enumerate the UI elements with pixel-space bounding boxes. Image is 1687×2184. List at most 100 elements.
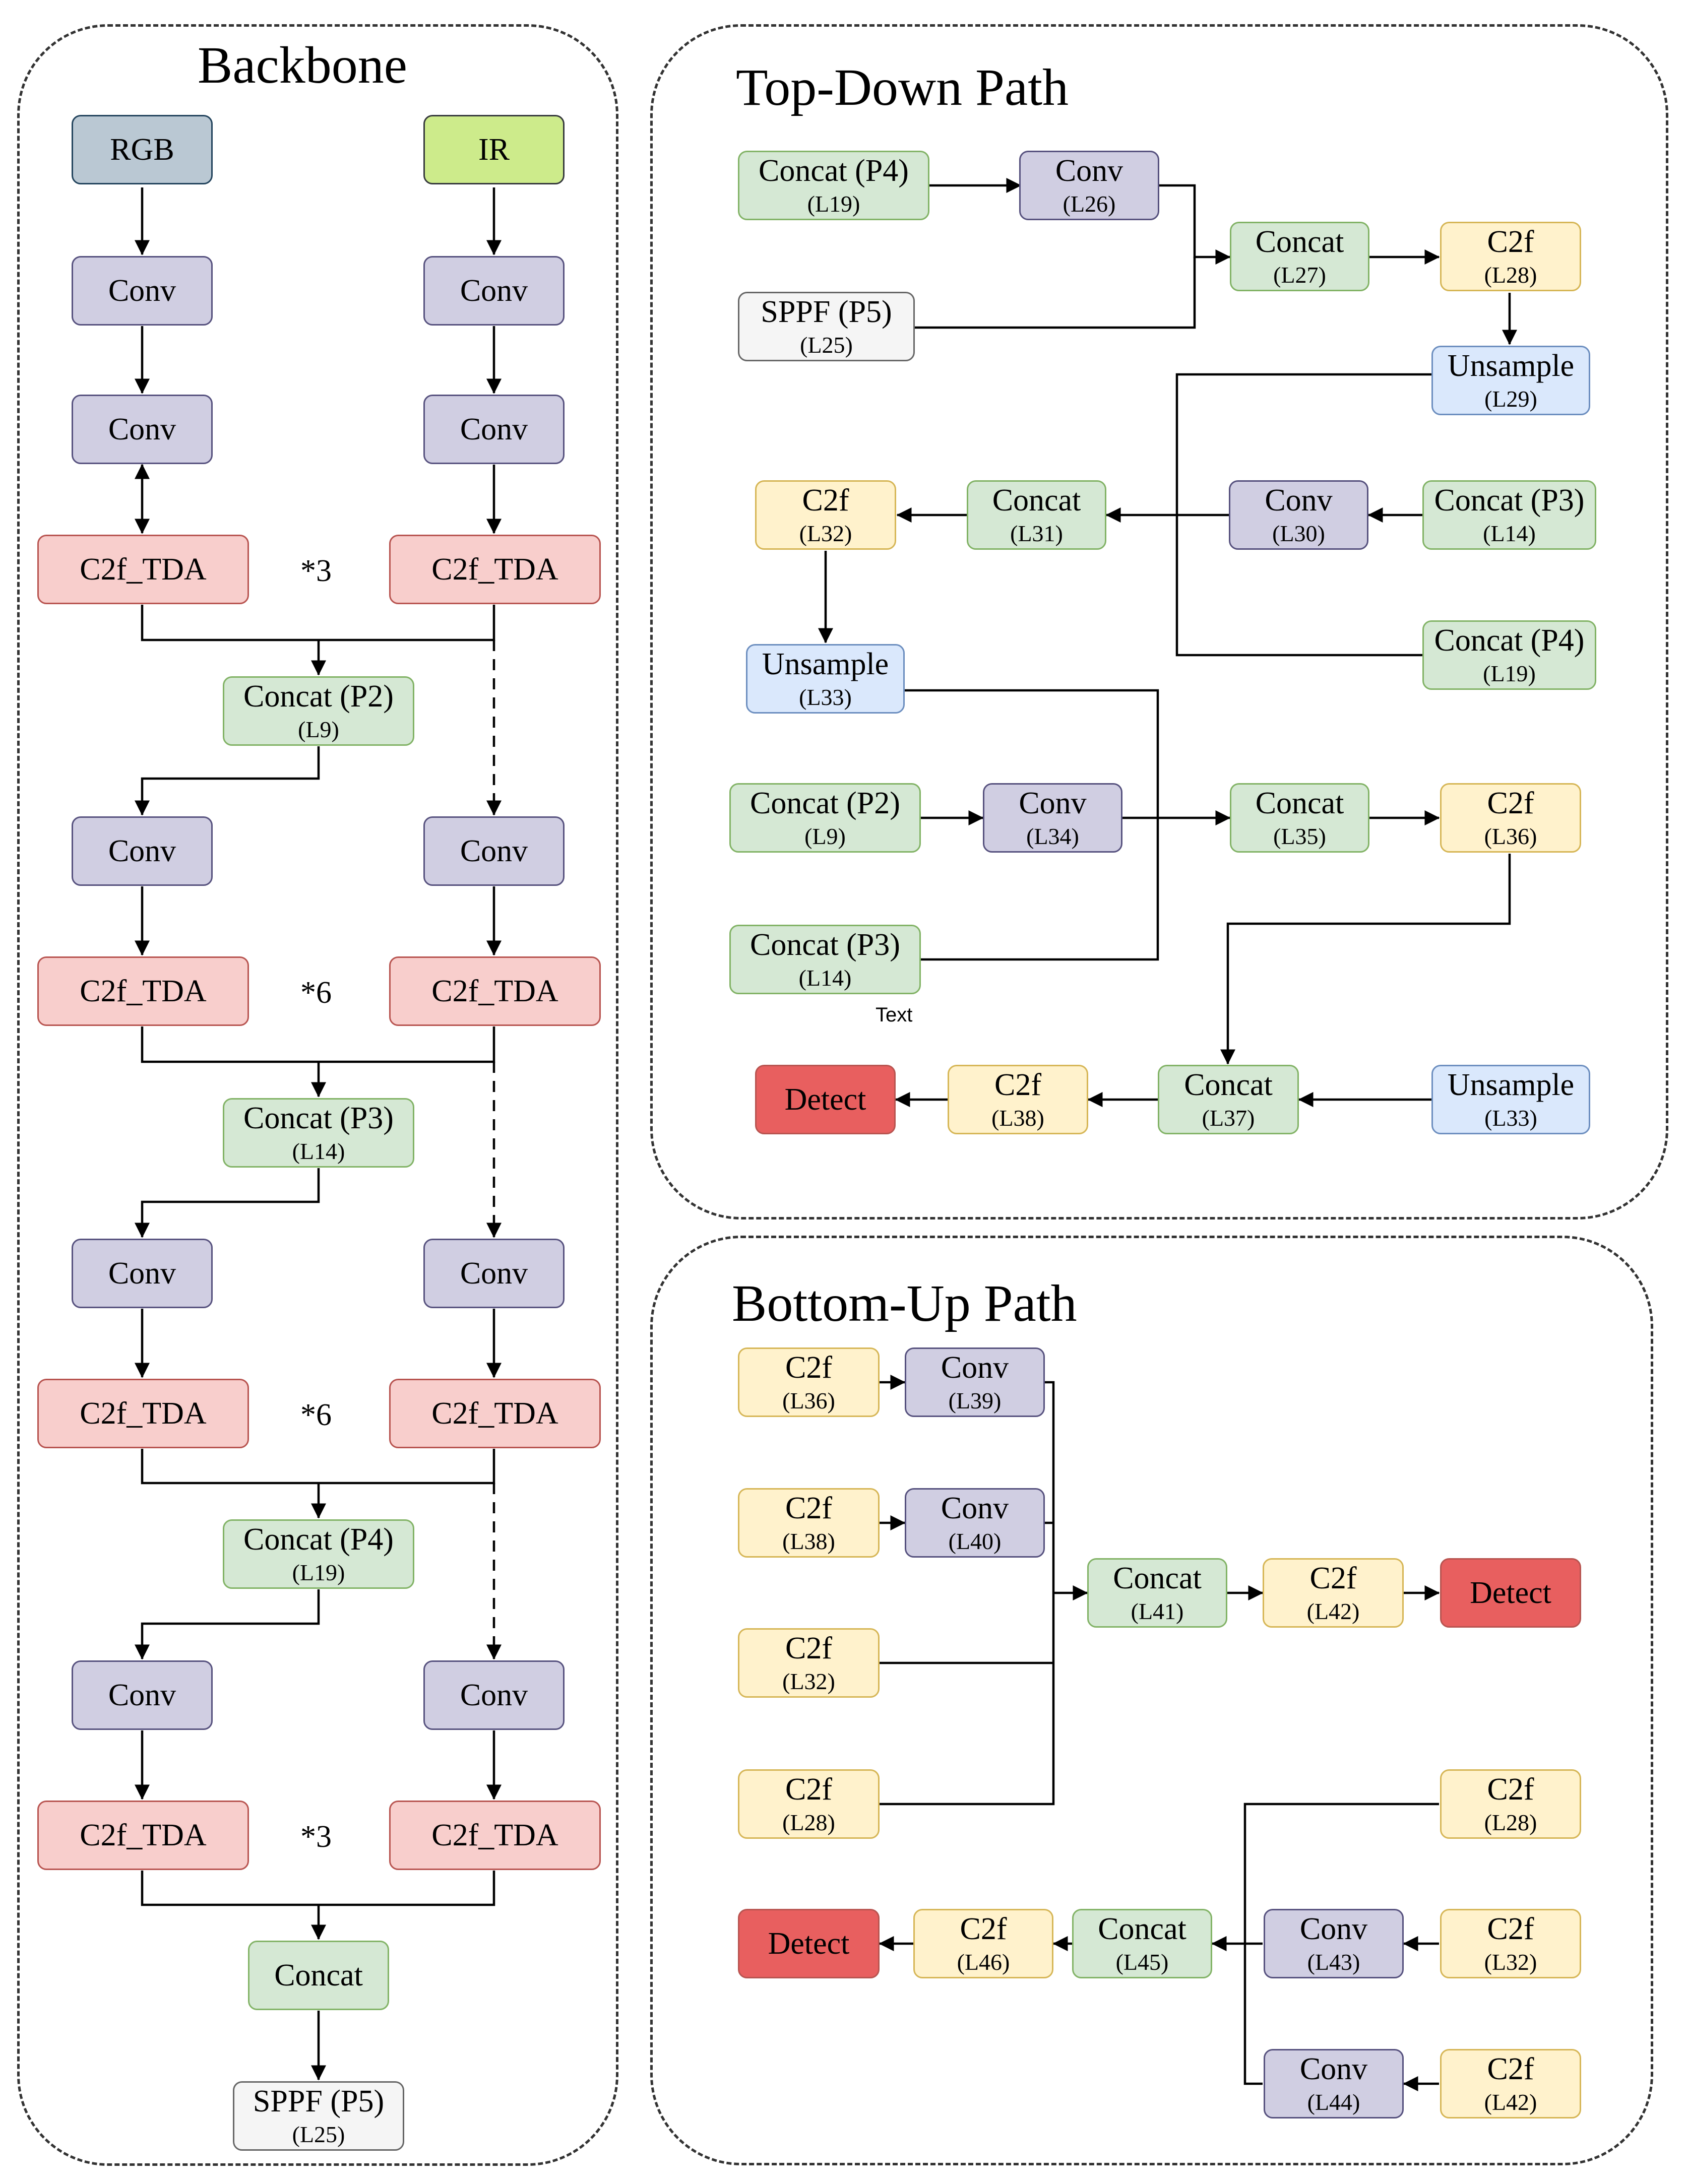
- td-concat-l35[interactable]: Concat (L35): [1230, 783, 1369, 853]
- td-concat-p3-l14[interactable]: Concat (P3) (L14): [1422, 480, 1596, 550]
- td-concat-p4-l19b[interactable]: Concat (P4) (L19): [1422, 620, 1596, 690]
- c2f-tda-node[interactable]: C2f_TDA: [389, 535, 601, 604]
- td-upsample-l33b[interactable]: Unsample (L33): [1431, 1065, 1590, 1134]
- conv-label: Conv: [460, 1678, 528, 1712]
- c2f-tda-node[interactable]: C2f_TDA: [37, 956, 249, 1026]
- bottomup-panel: [650, 1236, 1653, 2165]
- conv-label: Conv: [460, 412, 528, 446]
- bu-c2f-l42[interactable]: C2f (L42): [1263, 1558, 1404, 1628]
- conv-node[interactable]: Conv: [72, 395, 213, 464]
- td-upsample-l33-sub: (L33): [799, 684, 852, 710]
- td-concat-l37[interactable]: Concat (L37): [1158, 1065, 1299, 1134]
- conv-node[interactable]: Conv: [423, 395, 565, 464]
- concat-p3-node[interactable]: Concat (P3) (L14): [223, 1098, 414, 1168]
- td-upsample-l29[interactable]: Unsample (L29): [1431, 346, 1590, 415]
- td-concat-l31-label: Concat: [992, 483, 1081, 518]
- c2f-tda-node[interactable]: C2f_TDA: [37, 1801, 249, 1870]
- bu-conv-l39[interactable]: Conv (L39): [905, 1347, 1045, 1417]
- bu-c2f-l36[interactable]: C2f (L36): [738, 1347, 880, 1417]
- bu-conv-l44[interactable]: Conv (L44): [1264, 2049, 1404, 2118]
- td-conv-l26[interactable]: Conv (L26): [1019, 151, 1159, 220]
- conv-node[interactable]: Conv: [423, 816, 565, 886]
- conv-node[interactable]: Conv: [72, 816, 213, 886]
- concat-final-label: Concat: [274, 1958, 363, 1993]
- bu-c2f-l42b[interactable]: C2f (L42): [1440, 2049, 1581, 2118]
- td-concat-p2-l9[interactable]: Concat (P2) (L9): [729, 783, 921, 853]
- bu-conv-l43[interactable]: Conv (L43): [1264, 1909, 1404, 1978]
- concat-p4-label: Concat (P4): [243, 1522, 394, 1557]
- td-upsample-l33[interactable]: Unsample (L33): [746, 644, 905, 714]
- c2f-tda-label: C2f_TDA: [80, 1396, 207, 1431]
- bu-conv-l40-label: Conv: [941, 1491, 1009, 1525]
- c2f-tda-node[interactable]: C2f_TDA: [37, 1379, 249, 1448]
- c2f-tda-node[interactable]: C2f_TDA: [37, 535, 249, 604]
- conv-node[interactable]: Conv: [423, 256, 565, 326]
- td-concat-p3-l14b[interactable]: Concat (P3) (L14): [729, 925, 921, 994]
- bu-c2f-l42-label: C2f: [1309, 1561, 1357, 1595]
- bu-c2f-l36-label: C2f: [785, 1351, 832, 1385]
- bu-concat-l41[interactable]: Concat (L41): [1087, 1558, 1227, 1628]
- repeat-count: *6: [300, 1398, 332, 1432]
- td-conv-l30-sub: (L30): [1272, 521, 1325, 546]
- conv-node[interactable]: Conv: [423, 1239, 565, 1308]
- td-conv-l34[interactable]: Conv (L34): [983, 783, 1122, 853]
- bu-c2f-l38[interactable]: C2f (L38): [738, 1488, 880, 1558]
- bu-c2f-l32-label: C2f: [785, 1631, 832, 1665]
- bu-c2f-l28[interactable]: C2f (L28): [738, 1769, 880, 1839]
- bu-c2f-l46[interactable]: C2f (L46): [913, 1909, 1053, 1978]
- bu-c2f-l28-sub: (L28): [782, 1810, 835, 1835]
- stray-text-label: Text: [876, 1004, 913, 1026]
- bu-c2f-l28b[interactable]: C2f (L28): [1440, 1769, 1581, 1839]
- conv-node[interactable]: Conv: [72, 1239, 213, 1308]
- bu-c2f-l46-sub: (L46): [957, 1949, 1010, 1975]
- td-concat-l31[interactable]: Concat (L31): [967, 480, 1106, 550]
- bu-conv-l40[interactable]: Conv (L40): [905, 1488, 1045, 1558]
- bu-c2f-l32[interactable]: C2f (L32): [738, 1628, 880, 1698]
- td-c2f-l38[interactable]: C2f (L38): [948, 1065, 1088, 1134]
- td-c2f-l32[interactable]: C2f (L32): [755, 480, 896, 550]
- concat-p2-sub: (L9): [298, 717, 339, 742]
- conv-node[interactable]: Conv: [423, 1660, 565, 1730]
- td-c2f-l38-label: C2f: [994, 1068, 1041, 1102]
- td-c2f-l32-label: C2f: [802, 483, 849, 518]
- bu-detect-1[interactable]: Detect: [1440, 1558, 1581, 1628]
- conv-node[interactable]: Conv: [72, 1660, 213, 1730]
- td-concat-l27[interactable]: Concat (L27): [1230, 222, 1369, 291]
- bu-detect-1-label: Detect: [1470, 1576, 1551, 1610]
- td-conv-l26-sub: (L26): [1063, 191, 1116, 217]
- sppf-node[interactable]: SPPF (P5) (L25): [233, 2081, 404, 2151]
- td-concat-p4-l19[interactable]: Concat (P4) (L19): [738, 151, 929, 220]
- edge-p4-conv: [135, 1589, 320, 1660]
- bu-concat-l45[interactable]: Concat (L45): [1072, 1909, 1212, 1978]
- rgb-input-node[interactable]: RGB: [72, 115, 213, 184]
- td-concat-p4-l19b-label: Concat (P4): [1434, 623, 1585, 658]
- edge-p2-conv: [135, 746, 320, 816]
- td-concat-p3-l14b-label: Concat (P3): [750, 928, 900, 962]
- concat-final-node[interactable]: Concat: [248, 1941, 389, 2010]
- td-conv-l30[interactable]: Conv (L30): [1229, 480, 1368, 550]
- td-detect[interactable]: Detect: [755, 1065, 896, 1134]
- bu-conv-l39-sub: (L39): [948, 1388, 1002, 1414]
- conv-label: Conv: [460, 1256, 528, 1291]
- td-conv-l34-label: Conv: [1019, 786, 1087, 820]
- bu-conv-l39-label: Conv: [941, 1351, 1009, 1385]
- td-concat-p2-l9-label: Concat (P2): [750, 786, 900, 820]
- c2f-tda-node[interactable]: C2f_TDA: [389, 956, 601, 1026]
- td-concat-p4-l19b-sub: (L19): [1483, 661, 1536, 686]
- td-concat-p3-l14b-sub: (L14): [798, 965, 852, 991]
- c2f-tda-node[interactable]: C2f_TDA: [389, 1379, 601, 1448]
- bu-conv-l43-label: Conv: [1299, 1912, 1368, 1946]
- edge-td-conv26-concat27: [1159, 184, 1231, 265]
- td-c2f-l28[interactable]: C2f (L28): [1440, 222, 1581, 291]
- concat-p4-node[interactable]: Concat (P4) (L19): [223, 1519, 414, 1589]
- conv-node[interactable]: Conv: [72, 256, 213, 326]
- bu-detect-2[interactable]: Detect: [738, 1909, 880, 1978]
- ir-input-node[interactable]: IR: [423, 115, 565, 184]
- td-c2f-l36[interactable]: C2f (L36): [1440, 783, 1581, 853]
- concat-p2-node[interactable]: Concat (P2) (L9): [223, 676, 414, 746]
- td-sppf-l25[interactable]: SPPF (P5) (L25): [738, 292, 915, 361]
- bu-c2f-l32b[interactable]: C2f (L32): [1440, 1909, 1581, 1978]
- c2f-tda-node[interactable]: C2f_TDA: [389, 1801, 601, 1870]
- sppf-sub: (L25): [292, 2122, 345, 2147]
